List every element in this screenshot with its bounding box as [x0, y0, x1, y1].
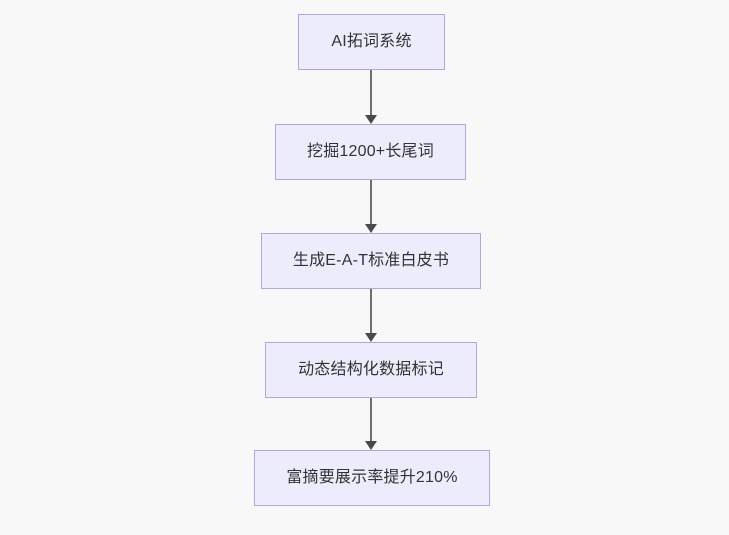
arrow-down-icon: [365, 224, 377, 233]
arrow-down-icon: [365, 441, 377, 450]
arrow-down-icon: [365, 333, 377, 342]
arrow-down-icon: [365, 115, 377, 124]
flow-node-ai-keyword-system[interactable]: AI拓词系统: [298, 14, 445, 70]
flow-edge-line: [370, 180, 372, 225]
flow-node-label: 动态结构化数据标记: [298, 360, 444, 378]
flow-node-dynamic-structured-data[interactable]: 动态结构化数据标记: [265, 342, 477, 398]
flow-node-mine-longtail-keywords[interactable]: 挖掘1200+长尾词: [275, 124, 466, 180]
flow-node-rich-snippet-uplift[interactable]: 富摘要展示率提升210%: [254, 450, 490, 506]
flow-edge-line: [370, 398, 372, 442]
flow-node-label: 生成E-A-T标准白皮书: [292, 251, 450, 269]
flow-node-label: 富摘要展示率提升210%: [286, 468, 458, 486]
flow-edge-line: [370, 289, 372, 334]
flow-node-generate-eat-whitepaper[interactable]: 生成E-A-T标准白皮书: [261, 233, 481, 289]
flow-node-label: AI拓词系统: [331, 32, 412, 50]
flow-node-label: 挖掘1200+长尾词: [307, 142, 434, 160]
flow-edge-line: [370, 70, 372, 116]
